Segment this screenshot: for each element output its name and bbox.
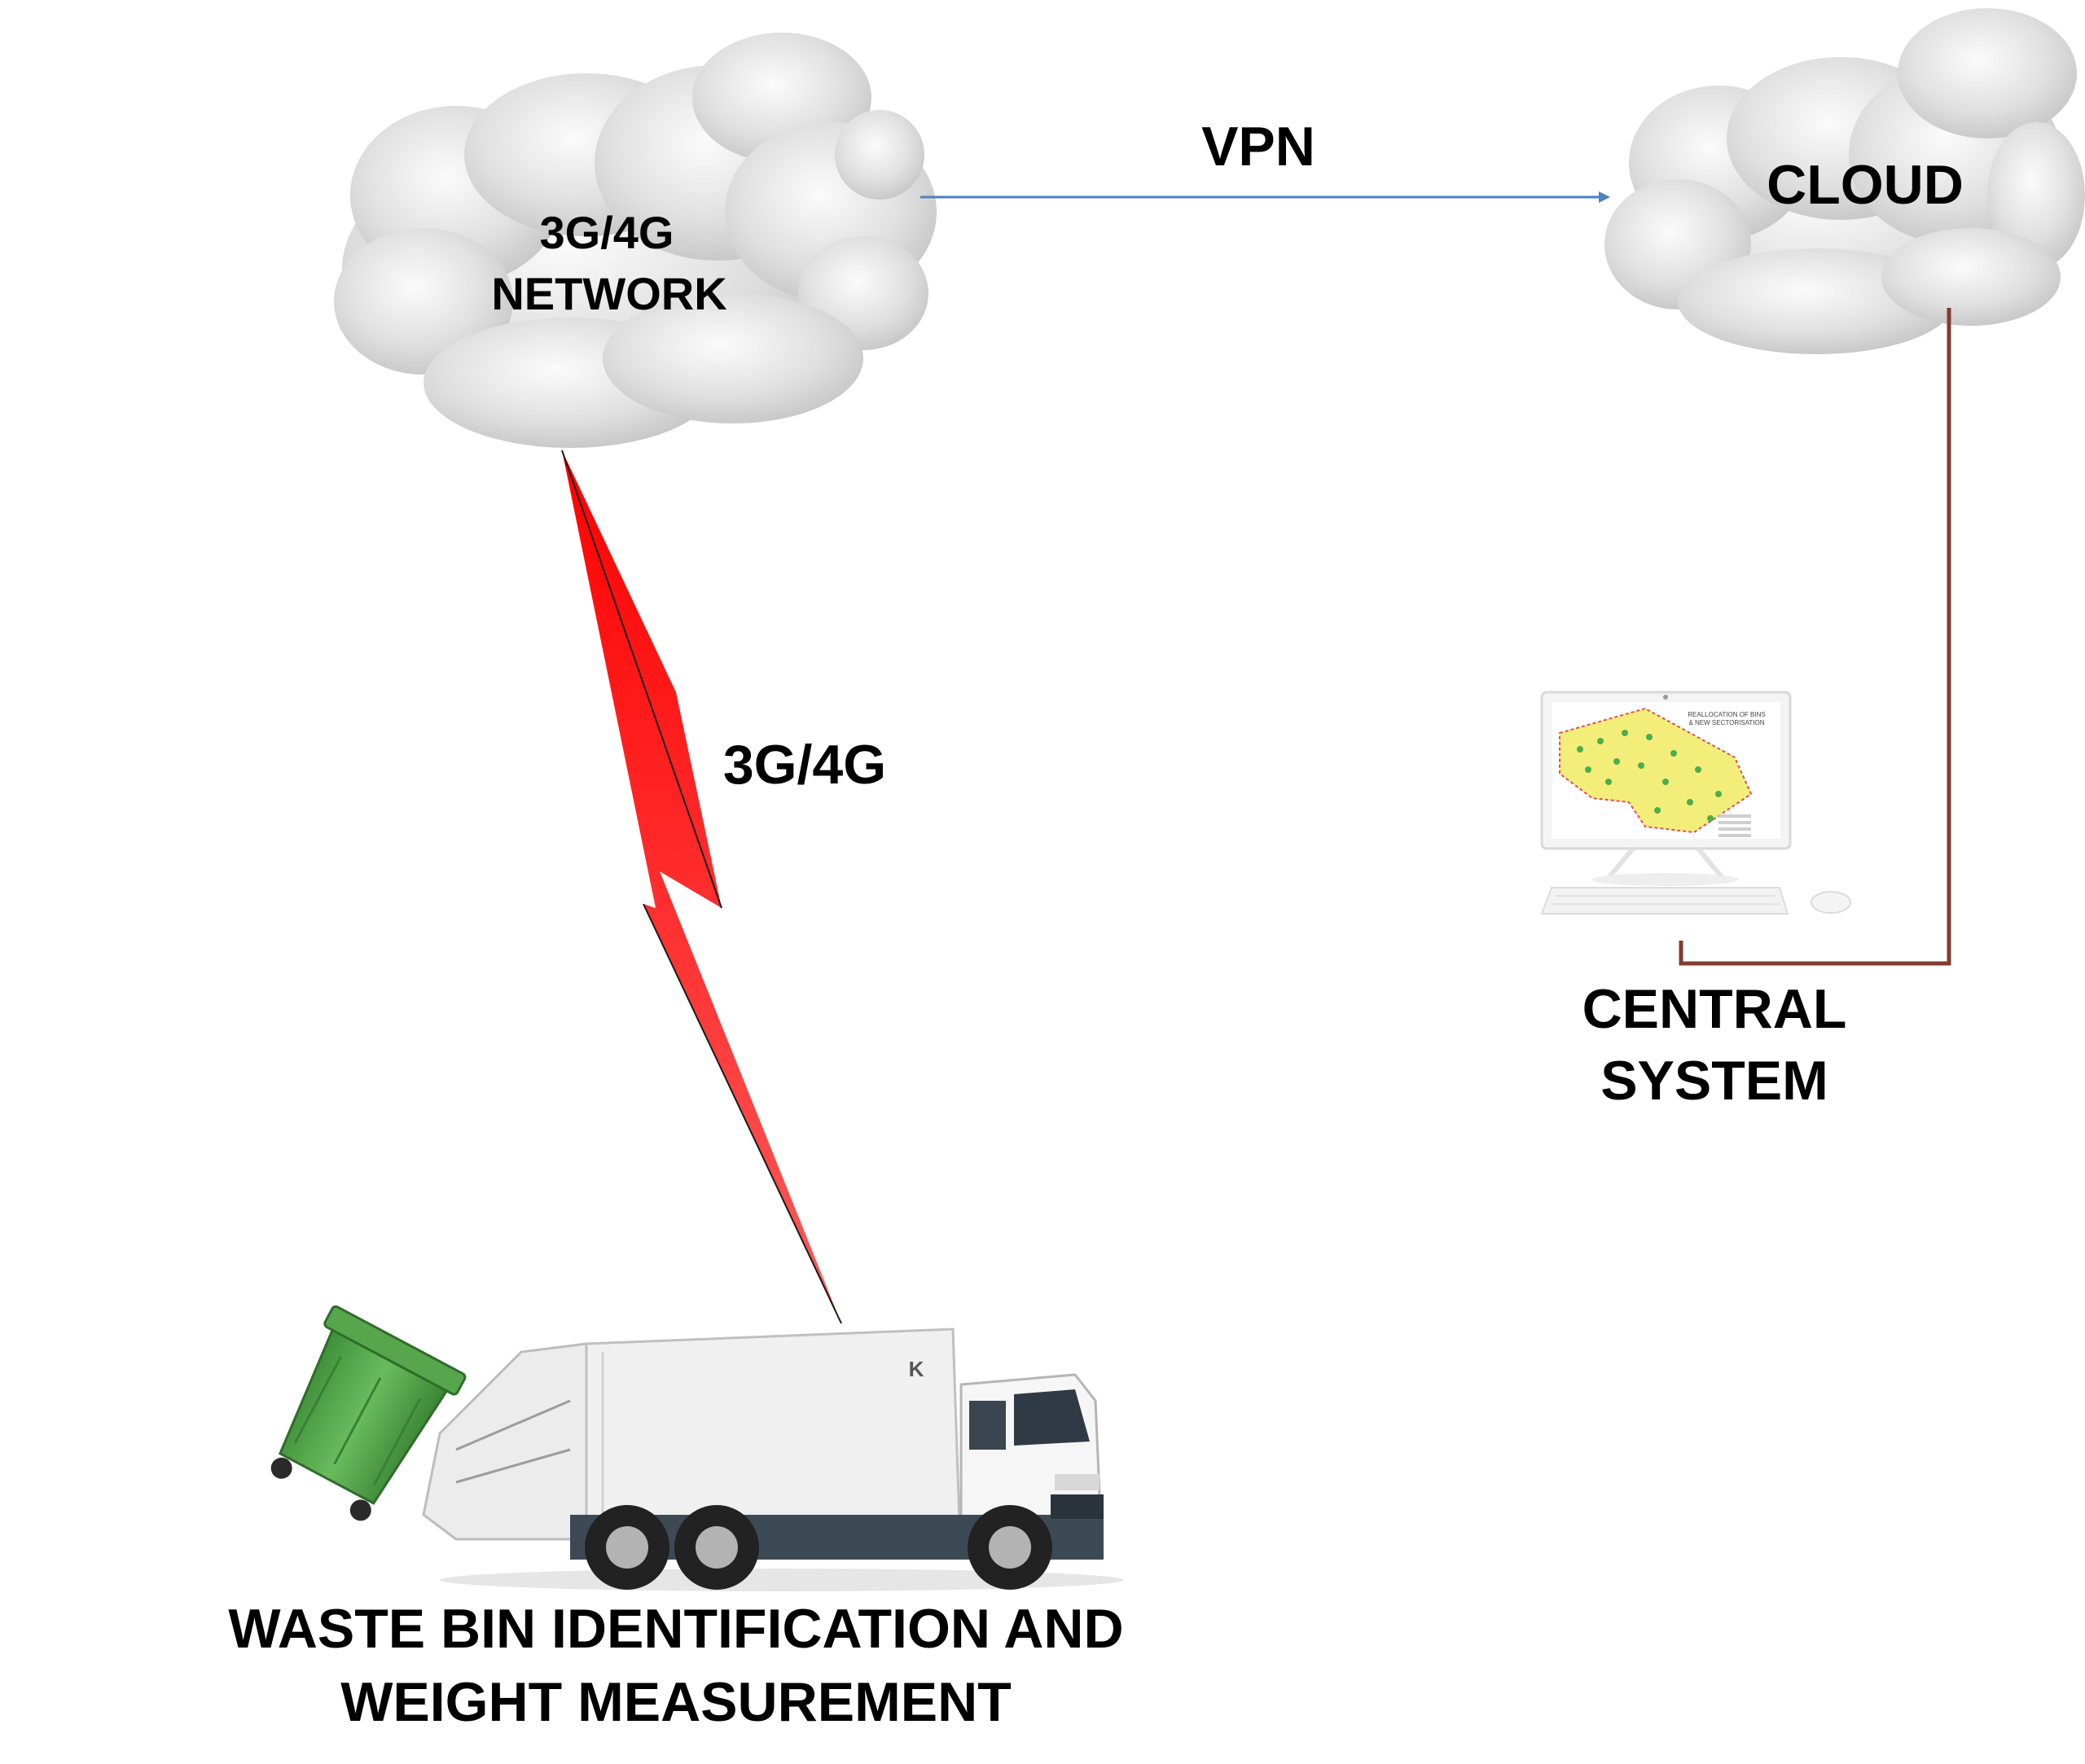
network-cloud-line1: 3G/4G xyxy=(540,207,674,258)
vpn-label: VPN xyxy=(1201,116,1315,178)
truck-label-line1: WASTE BIN IDENTIFICATION AND xyxy=(228,1598,1123,1660)
cloud-label: CLOUD xyxy=(1767,154,1964,216)
computer-icon: REALLOCATION OF BINS & NEW SECTORISATION xyxy=(1540,691,1851,915)
truck-logo: K xyxy=(909,1357,924,1381)
central-system: REALLOCATION OF BINS & NEW SECTORISATION… xyxy=(1540,691,1851,1112)
waste-bin-icon xyxy=(270,1305,467,1521)
network-cloud: 3G/4G NETWORK xyxy=(334,33,937,448)
wireless-label: 3G/4G xyxy=(723,734,886,796)
cloud-icon xyxy=(1604,8,2085,354)
cloud-icon xyxy=(334,33,937,448)
central-system-line1: CENTRAL xyxy=(1582,978,1847,1040)
cloud-node: CLOUD xyxy=(1604,8,2085,354)
truck-node: K WASTE BIN IDENTIFICATION AND WE xyxy=(228,1305,1124,1733)
network-cloud-line2: NETWORK xyxy=(491,268,726,319)
garbage-truck-icon: K xyxy=(422,1327,1124,1591)
truck-label-line2: WEIGHT MEASUREMENT xyxy=(340,1671,1012,1733)
screen-title-1: REALLOCATION OF BINS xyxy=(1688,711,1765,718)
wireless-link: 3G/4G xyxy=(561,450,886,1324)
central-system-line2: SYSTEM xyxy=(1600,1050,1828,1112)
screen-title-2: & NEW SECTORISATION xyxy=(1688,719,1764,726)
wired-link xyxy=(1679,308,1951,966)
vpn-link: VPN xyxy=(920,116,1610,203)
lightning-bolt-icon xyxy=(562,450,841,1323)
